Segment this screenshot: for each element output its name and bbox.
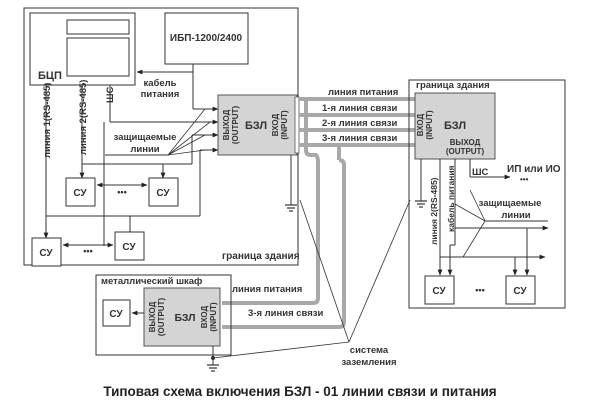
protected-lines-label-right: защищаемые xyxy=(479,198,542,209)
power-cable-label: кабель xyxy=(143,78,176,89)
right-building-boundary-label: граница здания xyxy=(416,80,490,91)
su-box xyxy=(65,177,96,207)
su-box xyxy=(114,231,145,261)
svg-text:СУ: СУ xyxy=(432,286,446,297)
ellipsis: ••• xyxy=(83,246,92,256)
trunk-comm-line-1-label: 1-я линия связи xyxy=(322,103,398,114)
svg-text:СУ: СУ xyxy=(109,309,123,320)
bzl-right: ВХОД (INPUT) БЗЛ ВЫХОД (OUTPUT) xyxy=(414,92,496,160)
svg-text:(OUTPUT): (OUTPUT) xyxy=(157,298,166,337)
ellipsis: ••• xyxy=(475,285,484,295)
ellipsis: ••• xyxy=(520,175,529,184)
right-building-boundary xyxy=(408,79,566,309)
svg-text:ВХОД: ВХОД xyxy=(200,305,209,328)
line1-label: линия 1(RS-485) xyxy=(42,83,53,158)
trunk-cables xyxy=(222,97,415,329)
svg-text:заземления: заземления xyxy=(341,357,396,368)
bzl-left: ВЫХОД (OUTPUT) БЗЛ ВХОД (INPUT) xyxy=(217,94,298,156)
svg-text:СУ: СУ xyxy=(156,188,170,199)
su-box xyxy=(102,299,131,327)
diagram-title: Типовая схема включения БЗЛ - 01 линии с… xyxy=(103,384,496,399)
metal-cabinet-label: металлический шкаф xyxy=(101,276,202,287)
right-line2-label: линия 2(RS-485) xyxy=(429,177,439,245)
metal-cabinet xyxy=(95,274,232,356)
svg-text:ВЫХОД: ВЫХОД xyxy=(450,138,481,147)
svg-text:(INPUT): (INPUT) xyxy=(209,302,218,332)
svg-text:СУ: СУ xyxy=(513,286,527,297)
svg-text:линии: линии xyxy=(130,144,159,155)
svg-text:питания: питания xyxy=(141,89,180,100)
shs-label-right: ШС xyxy=(472,167,489,178)
svg-text:(OUTPUT): (OUTPUT) xyxy=(231,106,240,145)
right-power-cable-label: кабель питания xyxy=(446,165,456,232)
line2-label: линия 2(RS-485) xyxy=(78,80,89,155)
ups-label: ИБП-1200/2400 xyxy=(170,33,243,44)
ups-unit: ИБП-1200/2400 xyxy=(164,12,249,65)
cabinet-comm-line-3-label: 3-я линия связи xyxy=(248,308,324,319)
svg-text:СУ: СУ xyxy=(122,242,136,253)
ground-icon xyxy=(207,364,219,372)
bcp-unit: БЦП xyxy=(29,12,136,86)
bzl-cabinet: ВЫХОД (OUTPUT) БЗЛ ВХОД (INPUT) xyxy=(143,287,221,347)
svg-text:(INPUT): (INPUT) xyxy=(425,110,434,140)
su-box xyxy=(424,275,455,305)
svg-text:БЗЛ: БЗЛ xyxy=(444,120,466,132)
svg-text:СУ: СУ xyxy=(39,248,53,259)
protected-lines-label-left: защищаемые xyxy=(114,132,177,143)
ground-icon xyxy=(285,204,297,212)
svg-text:ВЫХОД: ВЫХОД xyxy=(148,301,157,332)
grounding-system-label: система xyxy=(350,345,389,356)
trunk-comm-line-3-label: 3-я линия связи xyxy=(322,133,398,144)
svg-text:БЗЛ: БЗЛ xyxy=(245,120,267,132)
ellipsis: ••• xyxy=(117,187,126,197)
svg-text:ВЫХОД: ВЫХОД xyxy=(222,109,231,140)
left-building-boundary-label: граница здания xyxy=(222,251,300,262)
trunk-power-line-label: линия питания xyxy=(328,87,398,98)
cabinet-power-line-label: линия питания xyxy=(232,284,302,295)
svg-text:ВХОД: ВХОД xyxy=(271,113,280,136)
ground-icon xyxy=(415,200,427,208)
trunk-comm-line-2-label: 2-я линия связи xyxy=(322,118,398,129)
svg-text:линии: линии xyxy=(501,210,530,221)
su-box xyxy=(148,177,179,207)
svg-text:БЗЛ: БЗЛ xyxy=(174,312,195,324)
svg-text:СУ: СУ xyxy=(73,188,87,199)
su-box xyxy=(505,275,536,305)
su-box xyxy=(31,237,62,267)
svg-text:(OUTPUT): (OUTPUT) xyxy=(446,147,485,156)
svg-text:(INPUT): (INPUT) xyxy=(280,110,289,140)
svg-text:ВХОД: ВХОД xyxy=(416,113,425,136)
shs-label-left: ШС xyxy=(105,86,116,103)
bcp-label: БЦП xyxy=(38,70,62,82)
ip-io-label: ИП или ИО xyxy=(507,164,561,175)
